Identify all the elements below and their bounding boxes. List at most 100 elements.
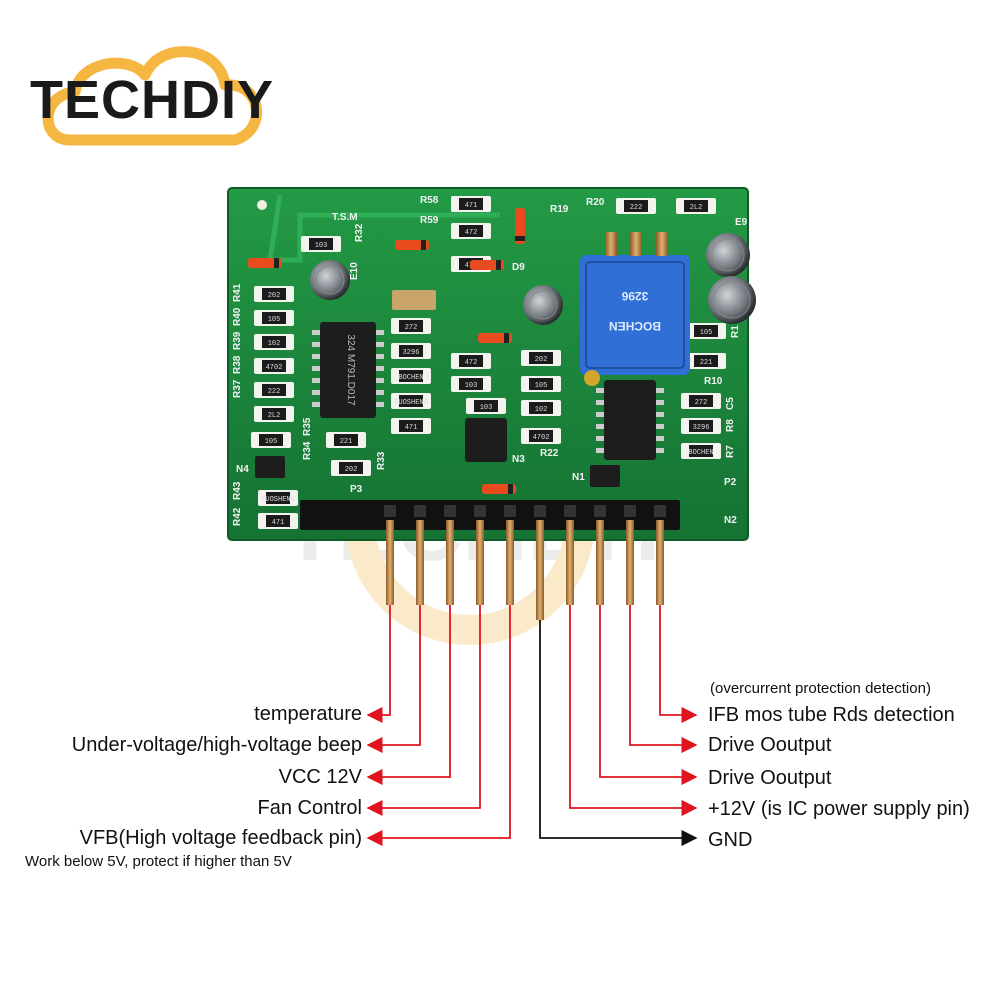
- header-pin: [564, 505, 576, 605]
- smd-resistor: 221: [326, 432, 366, 448]
- smd-resistor: 272: [681, 393, 721, 409]
- label-ifb-note: (overcurrent protection detection): [710, 680, 931, 697]
- silkscreen-label: R19: [550, 204, 569, 215]
- silkscreen-label: R58: [420, 195, 439, 206]
- smd-resistor: 272: [391, 318, 431, 334]
- smd-resistor: 3296: [681, 418, 721, 434]
- diode: [515, 208, 525, 244]
- resistor-code: 103: [465, 382, 478, 390]
- resistor-code: 221: [700, 359, 713, 367]
- resistor-code: BOCHEN: [688, 449, 713, 457]
- resistor-code: 4702: [533, 434, 550, 442]
- diode: [470, 260, 504, 270]
- header-pin: [534, 505, 546, 620]
- silkscreen-label: C5: [725, 397, 736, 410]
- label-drive-output-1: Drive Ooutput: [708, 734, 832, 756]
- pot-screw: [584, 370, 600, 386]
- smd-resistor: 102: [254, 334, 294, 350]
- resistor-code: 202: [268, 292, 281, 300]
- resistor-code: 272: [405, 324, 418, 332]
- silkscreen-label: R42: [232, 507, 243, 526]
- label-vfb-note: Work below 5V, protect if higher than 5V: [25, 853, 292, 870]
- pot-marking: 3296: [621, 289, 648, 303]
- resistor-code: 2L2: [690, 204, 703, 212]
- resistor-code: 105: [265, 438, 278, 446]
- resistor-code: 471: [272, 519, 285, 527]
- resistor-code: 105: [535, 382, 548, 390]
- resistor-code: 472: [465, 359, 478, 367]
- smd-resistor: 3296: [391, 343, 431, 359]
- smd-resistor: 471: [451, 196, 491, 212]
- smd-resistor: 105: [251, 432, 291, 448]
- resistor-code: 103: [315, 242, 328, 250]
- wire-left: [366, 605, 451, 786]
- smd-resistor: 2L2: [254, 406, 294, 422]
- silkscreen-label: N1: [572, 472, 585, 483]
- resistor-code: 4702: [266, 364, 283, 372]
- wire-right: [599, 605, 698, 786]
- header-pin: [654, 505, 666, 605]
- diode: [478, 333, 512, 343]
- wire-left: [366, 605, 511, 847]
- label-12v: +12V (is IC power supply pin): [708, 798, 970, 820]
- smd-resistor: 202: [331, 460, 371, 476]
- header-pin: [414, 505, 426, 605]
- ic-marking: 324 M791.D017: [345, 334, 356, 406]
- resistor-code: 471: [405, 424, 418, 432]
- silkscreen-label: R34: [302, 441, 313, 460]
- pot-pin: [605, 232, 617, 256]
- resistor-code: GUOSHENG: [394, 399, 428, 407]
- resistor-code: 2L2: [268, 412, 281, 420]
- wire-right: [659, 605, 698, 724]
- resistor-code: 105: [700, 329, 713, 337]
- brand-name: TECHDIY: [30, 70, 275, 130]
- resistor-code: 102: [535, 406, 548, 414]
- transistor: [255, 418, 620, 487]
- wire-right: [629, 605, 698, 754]
- pcb-components: T.S.MR58R59R19R20R32E10R41R40R39R38R37R3…: [232, 195, 756, 529]
- smd-resistor: 222: [616, 198, 656, 214]
- smd-resistor: 472: [451, 223, 491, 239]
- diode: [248, 258, 282, 268]
- smd-resistor: 2L2: [676, 198, 716, 214]
- resistor-code: 221: [340, 438, 353, 446]
- silkscreen-label: R32: [354, 223, 365, 242]
- silkscreen-label: R41: [232, 283, 243, 302]
- silkscreen-label: D9: [512, 262, 525, 273]
- header-pin: [504, 505, 516, 605]
- ic-lm324: 324 M791.D017: [312, 322, 384, 418]
- resistor-code: 103: [480, 404, 493, 412]
- resistor-code: 272: [695, 399, 708, 407]
- resistor-code: GUOSHENG: [261, 496, 295, 504]
- silkscreen-label: N4: [236, 464, 249, 475]
- silkscreen-label: R59: [420, 215, 439, 226]
- silkscreen-label: R39: [232, 331, 243, 350]
- silkscreen-label: R22: [540, 448, 559, 459]
- wire-left: [366, 605, 481, 817]
- smd-resistor: 471: [391, 418, 431, 434]
- capacitor: [708, 276, 756, 324]
- silkscreen-label: E10: [349, 262, 360, 280]
- label-vfb: VFB(High voltage feedback pin): [79, 827, 362, 849]
- silkscreen-label: N3: [512, 454, 525, 465]
- brand-logo: [42, 46, 263, 146]
- pot-marking: BOCHEN: [609, 319, 661, 333]
- header-pins: [300, 500, 680, 620]
- silkscreen-label: T.S.M: [332, 212, 358, 223]
- resistor-code: 222: [630, 204, 643, 212]
- wire-right: [569, 605, 698, 817]
- silkscreen-label: R7: [725, 445, 736, 458]
- smd-resistor: BOCHEN: [681, 443, 721, 459]
- smd-resistor: 202: [521, 350, 561, 366]
- pot-pin: [630, 232, 642, 256]
- silkscreen-label: R40: [232, 307, 243, 326]
- wire-left: [366, 605, 421, 754]
- pin-header-housing: [300, 500, 680, 530]
- silkscreen-label: R8: [725, 419, 736, 432]
- header-pin: [384, 505, 396, 605]
- smd-resistor: 4702: [521, 428, 561, 444]
- smd-resistor: 471: [258, 513, 298, 529]
